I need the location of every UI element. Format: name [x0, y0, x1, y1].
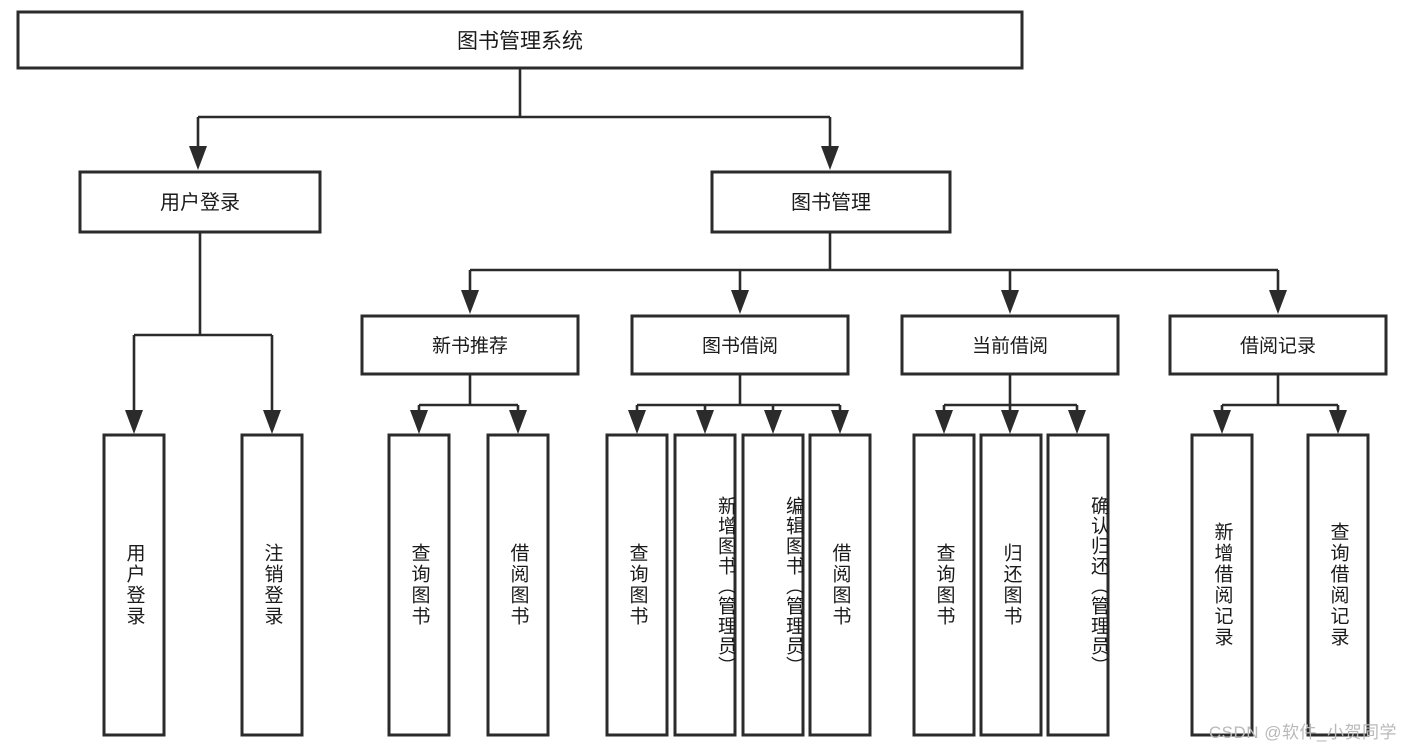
leaf-user-login-logout-label: 注销登录	[261, 543, 283, 627]
leaf-newbooks-borrow-label: 借阅图书	[507, 543, 529, 627]
leaf-user-login-login[interactable]: 用户登录	[102, 433, 166, 737]
leaf-current-confirm-return[interactable]: 确认归还（管理员）	[1046, 433, 1110, 737]
leaf-borrow-edit[interactable]: 编辑图书（管理员）	[741, 433, 805, 737]
node-book-management[interactable]: 图书管理	[710, 170, 952, 234]
leaf-current-return[interactable]: 归还图书	[979, 433, 1043, 737]
node-root[interactable]: 图书管理系统	[16, 10, 1024, 70]
leaf-current-confirm-return-label: 确认归还（管理员）	[1088, 496, 1108, 676]
leaf-records-query-label: 查询借阅记录	[1327, 522, 1349, 648]
edge-userlogin-to-leaves	[125, 232, 281, 434]
node-book-borrow[interactable]: 图书借阅	[630, 314, 850, 376]
node-current-borrow-label: 当前借阅	[972, 335, 1048, 357]
node-book-borrow-label: 图书借阅	[702, 335, 778, 357]
leaf-records-add[interactable]: 新增借阅记录	[1190, 433, 1254, 737]
leaf-newbooks-borrow[interactable]: 借阅图书	[486, 433, 550, 737]
leaf-borrow-edit-label: 编辑图书（管理员）	[783, 496, 803, 676]
leaf-current-query[interactable]: 查询图书	[912, 433, 976, 737]
leaf-borrow-borrow[interactable]: 借阅图书	[808, 433, 872, 737]
node-new-book-recommend[interactable]: 新书推荐	[360, 314, 580, 376]
node-book-management-label: 图书管理	[791, 191, 871, 214]
leaf-newbooks-query-label: 查询图书	[408, 543, 430, 627]
node-user-login[interactable]: 用户登录	[78, 170, 322, 234]
edge-records-to-leaves	[1213, 375, 1347, 434]
leaf-borrow-query[interactable]: 查询图书	[605, 433, 669, 737]
leaf-current-return-label: 归还图书	[1000, 543, 1022, 627]
edge-newbooks-to-leaves	[410, 375, 527, 434]
node-user-login-label: 用户登录	[160, 191, 240, 214]
leaf-borrow-query-label: 查询图书	[626, 543, 648, 627]
leaf-borrow-add[interactable]: 新增图书（管理员）	[673, 433, 737, 737]
leaf-borrow-add-label: 新增图书（管理员）	[715, 496, 735, 676]
edge-bookmgmt-to-level2	[461, 232, 1287, 314]
node-borrow-records-label: 借阅记录	[1240, 335, 1316, 357]
node-borrow-records[interactable]: 借阅记录	[1168, 314, 1388, 376]
node-root-label: 图书管理系统	[457, 30, 583, 53]
leaf-user-login-login-label: 用户登录	[123, 543, 145, 627]
node-current-borrow[interactable]: 当前借阅	[900, 314, 1120, 376]
leaf-newbooks-query[interactable]: 查询图书	[387, 433, 451, 737]
edge-current-to-leaves	[935, 375, 1086, 434]
leaf-current-query-label: 查询图书	[933, 543, 955, 627]
leaf-user-login-logout[interactable]: 注销登录	[240, 433, 304, 737]
leaf-records-query[interactable]: 查询借阅记录	[1306, 433, 1370, 737]
node-new-book-recommend-label: 新书推荐	[432, 335, 508, 357]
leaf-records-add-label: 新增借阅记录	[1211, 522, 1233, 648]
leaf-borrow-borrow-label: 借阅图书	[829, 543, 851, 627]
edge-borrow-to-leaves	[628, 375, 849, 434]
edge-root-to-level1	[189, 68, 839, 170]
